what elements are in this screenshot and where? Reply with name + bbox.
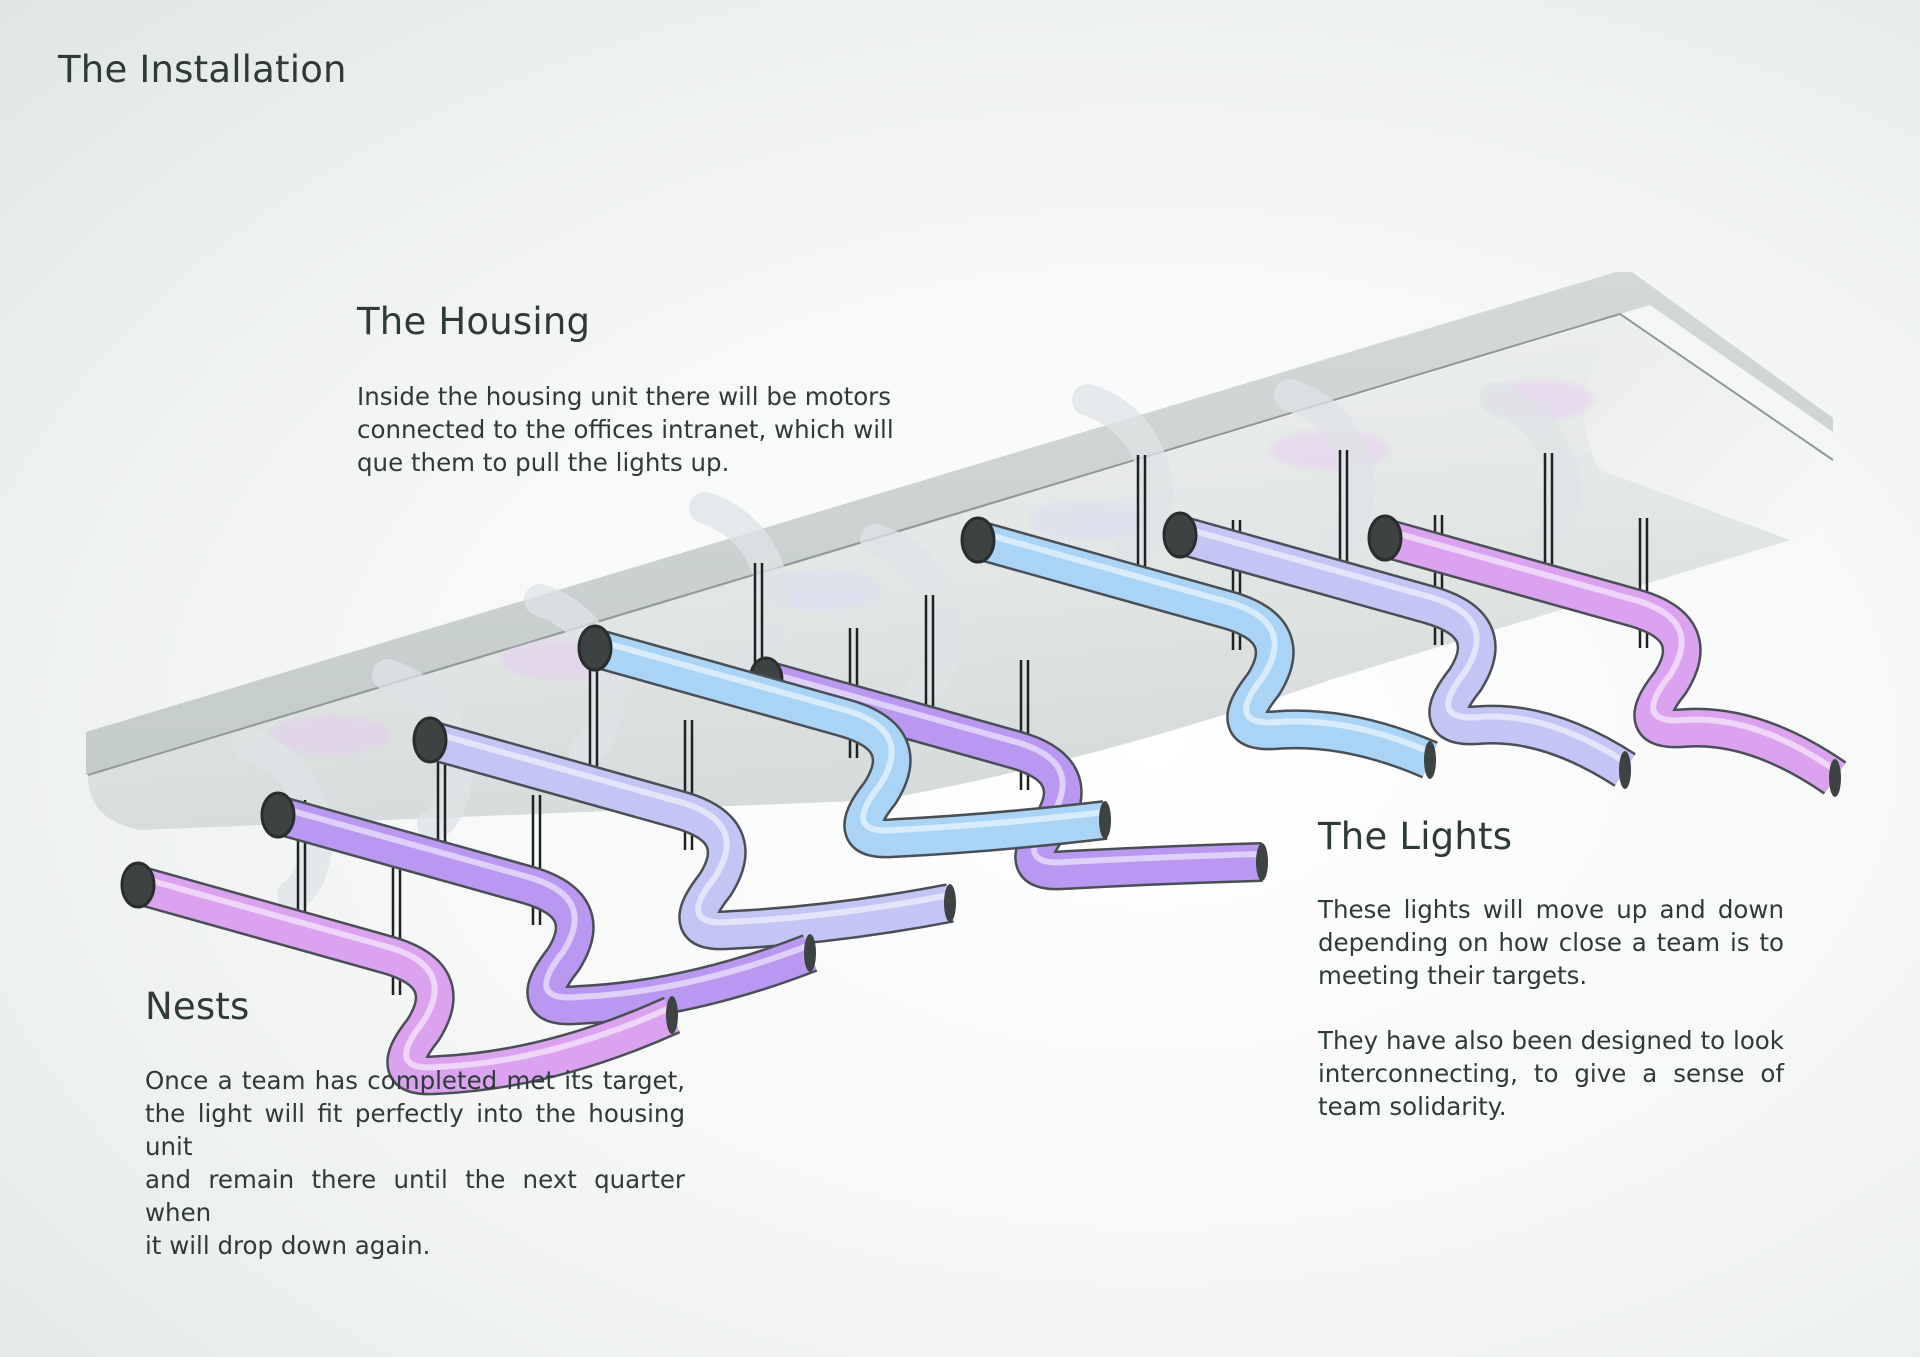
light-tube	[1367, 514, 1847, 797]
light-tubes	[120, 511, 1847, 1096]
tube-body	[1175, 518, 1635, 785]
light-tube	[577, 624, 1111, 859]
nests-line: Once a team has completed met its target…	[145, 1066, 685, 1095]
light-tube	[412, 716, 956, 951]
lights-line: interconnecting, to give a sense of	[1318, 1059, 1784, 1088]
tube-highlight	[277, 804, 812, 1001]
light-tube	[960, 516, 1438, 779]
housing-underside	[88, 316, 1834, 830]
tube-highlight	[1179, 524, 1627, 765]
tube-body	[590, 631, 1108, 856]
housing-line: connected to the offices intranet, which…	[357, 415, 894, 444]
housing-line: que them to pull the lights up.	[357, 448, 730, 477]
page-title: The Installation	[58, 48, 347, 91]
tube-highlight	[1384, 527, 1837, 773]
tube-highlight	[137, 874, 674, 1071]
lights-line: These lights will move up and down	[1318, 895, 1784, 924]
end-cap	[577, 624, 613, 672]
tube-body	[973, 523, 1437, 777]
housing-heading: The Housing	[357, 300, 591, 343]
end-cap	[1162, 511, 1198, 559]
tail-cap	[1099, 801, 1111, 839]
housing-line: Inside the housing unit there will be mo…	[357, 382, 892, 411]
tube-body	[1380, 521, 1845, 793]
tail-cap	[666, 996, 678, 1034]
end-cap	[960, 516, 996, 564]
nests-line: and remain there until the next quarter …	[145, 1165, 685, 1227]
end-cap	[1367, 514, 1403, 562]
tube-body	[425, 723, 954, 948]
end-cap	[260, 791, 296, 839]
tail-cap	[1256, 843, 1268, 881]
lights-line: meeting their targets.	[1318, 961, 1588, 990]
nests-line: the light will fit perfectly into the ho…	[145, 1099, 685, 1161]
tube-highlight	[977, 529, 1432, 755]
housing-description: Inside the housing unit there will be mo…	[357, 380, 917, 479]
tail-cap	[1424, 741, 1436, 779]
tail-cap	[1619, 751, 1631, 789]
lights-line: They have also been designed to look	[1318, 1026, 1784, 1055]
tail-cap	[804, 934, 816, 972]
end-cap	[120, 861, 156, 909]
light-tube	[120, 861, 681, 1096]
end-cap	[412, 716, 448, 764]
lights-line: team solidarity.	[1318, 1092, 1507, 1121]
tube-highlight	[765, 669, 1263, 866]
tail-cap	[944, 884, 956, 922]
tube-highlight	[429, 729, 951, 926]
tube-highlight	[594, 637, 1106, 834]
nests-heading: Nests	[145, 985, 250, 1028]
lights-paragraph-1: These lights will move up and down depen…	[1318, 893, 1784, 992]
nests-description: Once a team has completed met its target…	[145, 1064, 685, 1262]
housing-end-cap	[1584, 316, 1834, 540]
tail-cap	[1829, 759, 1841, 797]
light-tube	[1162, 511, 1636, 789]
lights-line: depending on how close a team is to	[1318, 928, 1784, 957]
lights-heading: The Lights	[1318, 815, 1513, 858]
light-tube	[260, 791, 818, 1026]
lights-paragraph-2: They have also been designed to look int…	[1318, 1024, 1784, 1123]
nests-line: it will drop down again.	[145, 1231, 431, 1260]
tube-body	[761, 663, 1263, 888]
